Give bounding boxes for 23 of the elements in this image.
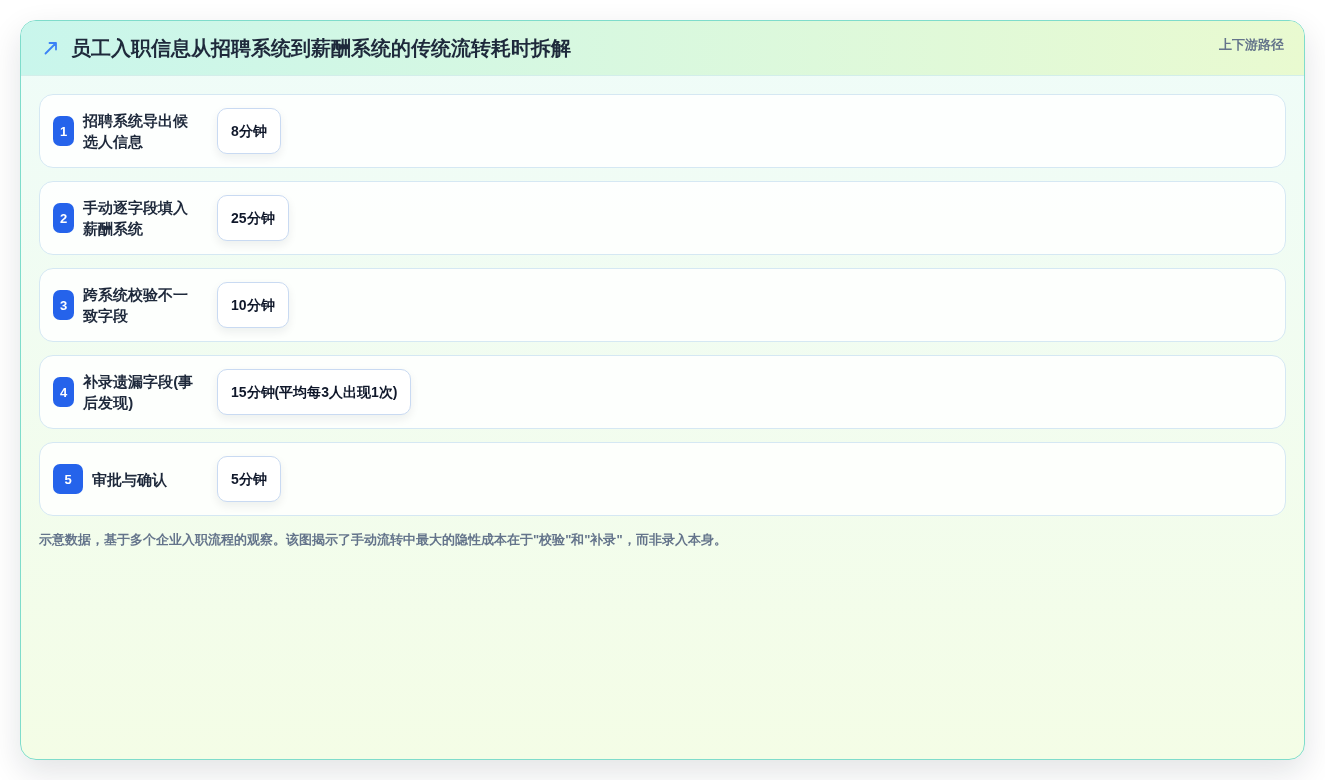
step-card (39, 355, 1286, 429)
duration-chip: 5分钟 (217, 456, 281, 502)
duration-chip: 10分钟 (217, 282, 289, 328)
step-label: 跨系统校验不一致字段 (83, 285, 190, 326)
step-label: 招聘系统导出候选人信息 (83, 111, 190, 152)
step-number-badge: 2 (53, 203, 75, 233)
step-label: 手动逐字段填入薪酬系统 (83, 198, 190, 239)
step-label: 补录遗漏字段(事后发现) (83, 372, 195, 413)
step-number-badge: 3 (53, 290, 75, 320)
step-number-badge: 1 (53, 116, 75, 146)
step-number-badge: 5 (53, 464, 83, 494)
step-label: 审批与确认 (92, 469, 167, 490)
step-card (39, 94, 1286, 168)
duration-chip: 8分钟 (217, 108, 281, 154)
step-card (39, 442, 1286, 516)
step-card (39, 268, 1286, 342)
duration-chip: 15分钟(平均每3人出现1次) (217, 369, 412, 415)
header-note: 上下游路径 (1219, 36, 1284, 54)
diagram-title: 员工入职信息从招聘系统到薪酬系统的传统流转耗时拆解 (71, 36, 571, 61)
footnote: 示意数据，基于多个企业入职流程的观察。该图揭示了手动流转中最大的隐性成本在于"校验"和"补录"，而非录入本身。 (39, 531, 728, 549)
step-number-badge: 4 (53, 377, 75, 407)
duration-chip: 25分钟 (217, 195, 289, 241)
step-card (39, 181, 1286, 255)
